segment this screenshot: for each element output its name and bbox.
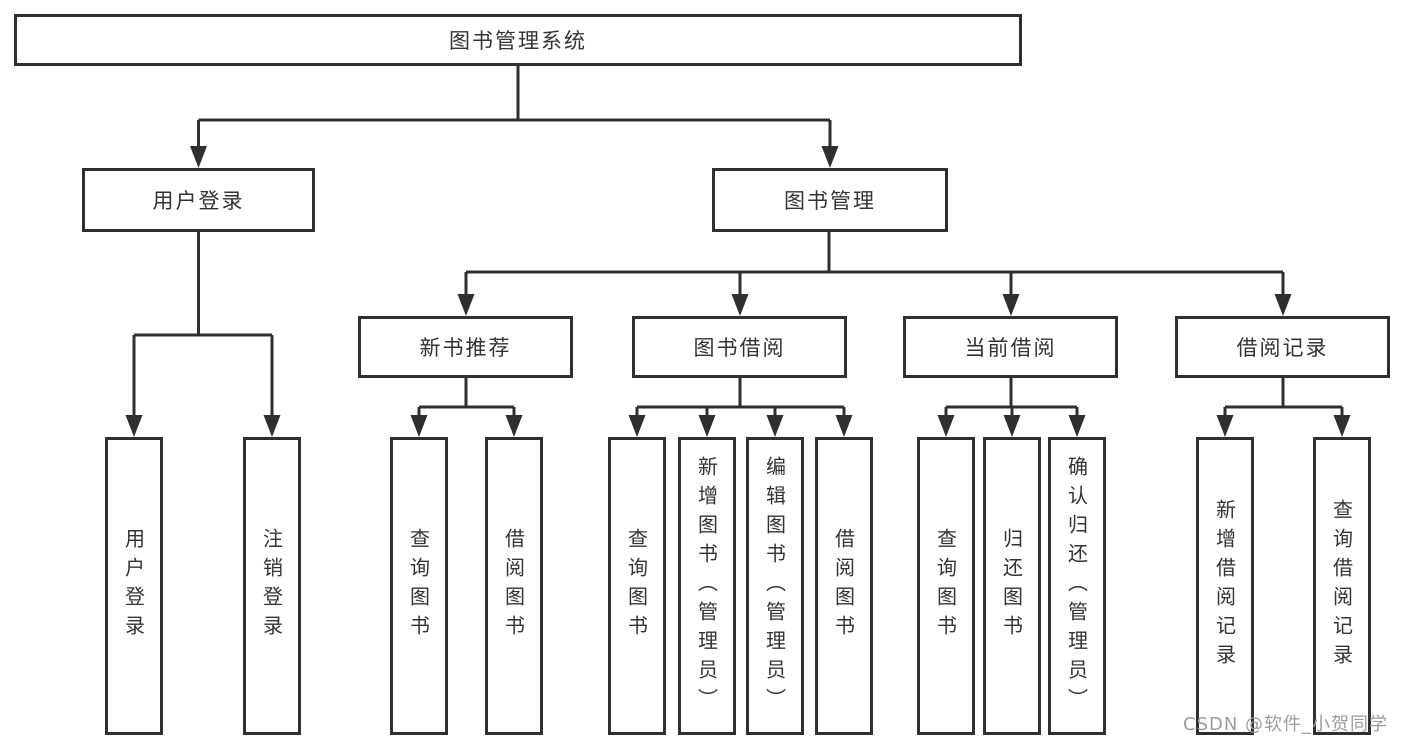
leaf-query-books-borrow-label: 查询图书 (624, 528, 649, 644)
connector-root-to-level2 (197, 66, 832, 150)
node-root: 图书管理系统 (14, 14, 1022, 66)
node-root-label: 图书管理系统 (449, 29, 587, 53)
leaf-query-borrow-record: 查询借阅记录 (1313, 437, 1371, 735)
leaf-edit-book-admin: 编辑图书（管理员） (746, 437, 804, 735)
leaf-query-books-recommend: 查询图书 (390, 437, 448, 735)
leaf-query-books-borrow: 查询图书 (608, 437, 666, 735)
leaf-add-book-admin-label: 新增图书（管理员） (694, 455, 719, 717)
leaf-borrow-books-label: 借阅图书 (831, 528, 856, 644)
connector-borrow-records-children (1223, 378, 1344, 419)
node-borrow-records-label: 借阅记录 (1236, 336, 1329, 360)
node-user-login-label: 用户登录 (152, 189, 245, 213)
connector-current-borrow-children (944, 378, 1079, 419)
leaf-query-borrow-record-label: 查询借阅记录 (1329, 499, 1354, 673)
node-book-management-label: 图书管理 (784, 189, 876, 213)
arrowhead (1216, 415, 1234, 437)
arrowhead (457, 294, 475, 316)
leaf-edit-book-admin-label: 编辑图书（管理员） (762, 455, 787, 717)
leaf-add-borrow-record-label: 新增借阅记录 (1212, 499, 1237, 673)
connector-user-login-children (132, 232, 274, 419)
leaf-logout: 注销登录 (243, 437, 301, 735)
arrowhead (410, 415, 428, 437)
arrowhead (698, 415, 716, 437)
node-book-borrow-label: 图书借阅 (693, 336, 786, 360)
node-borrow-records: 借阅记录 (1175, 316, 1390, 378)
connector-book-borrow-children (635, 378, 846, 419)
arrowhead (263, 415, 281, 437)
leaf-confirm-return-admin: 确认归还（管理员） (1048, 437, 1106, 735)
leaf-return-books-label: 归还图书 (999, 528, 1024, 644)
arrowhead (766, 415, 784, 437)
connector-new-book-children (417, 378, 516, 419)
csdn-watermark: CSDN @软件_小贺同学 (1183, 714, 1389, 735)
leaf-borrow-books-recommend-label: 借阅图书 (501, 528, 526, 644)
arrowhead (125, 415, 143, 437)
leaf-user-login: 用户登录 (105, 437, 163, 735)
node-book-borrow: 图书借阅 (632, 316, 847, 378)
node-current-borrow: 当前借阅 (903, 316, 1118, 378)
arrowhead (821, 146, 839, 168)
leaf-confirm-return-admin-label: 确认归还（管理员） (1064, 455, 1089, 717)
node-user-login: 用户登录 (82, 168, 315, 232)
arrowhead (1003, 415, 1021, 437)
arrowhead (190, 146, 207, 168)
arrowhead (1002, 294, 1020, 316)
leaf-user-login-label: 用户登录 (121, 528, 146, 644)
leaf-return-books: 归还图书 (983, 437, 1041, 735)
leaf-query-books-current-label: 查询图书 (933, 528, 958, 644)
leaf-logout-label: 注销登录 (259, 528, 284, 644)
leaf-borrow-books: 借阅图书 (815, 437, 873, 735)
arrowhead (1274, 294, 1292, 316)
node-book-management: 图书管理 (712, 168, 948, 232)
arrowhead (1068, 415, 1086, 437)
connector-book-management-children (464, 232, 1285, 298)
node-current-borrow-label: 当前借阅 (964, 336, 1057, 360)
leaf-query-books-recommend-label: 查询图书 (406, 528, 431, 644)
arrowhead (505, 415, 523, 437)
leaf-borrow-books-recommend: 借阅图书 (485, 437, 543, 735)
arrowhead (835, 415, 853, 437)
leaf-query-books-current: 查询图书 (917, 437, 975, 735)
arrowhead (937, 415, 955, 437)
leaf-add-borrow-record: 新增借阅记录 (1196, 437, 1254, 735)
arrowhead (1333, 415, 1351, 437)
arrowhead (628, 415, 646, 437)
node-new-book-recommend: 新书推荐 (358, 316, 573, 378)
leaf-add-book-admin: 新增图书（管理员） (678, 437, 736, 735)
arrowhead (731, 294, 749, 316)
node-new-book-recommend-label: 新书推荐 (419, 336, 512, 360)
